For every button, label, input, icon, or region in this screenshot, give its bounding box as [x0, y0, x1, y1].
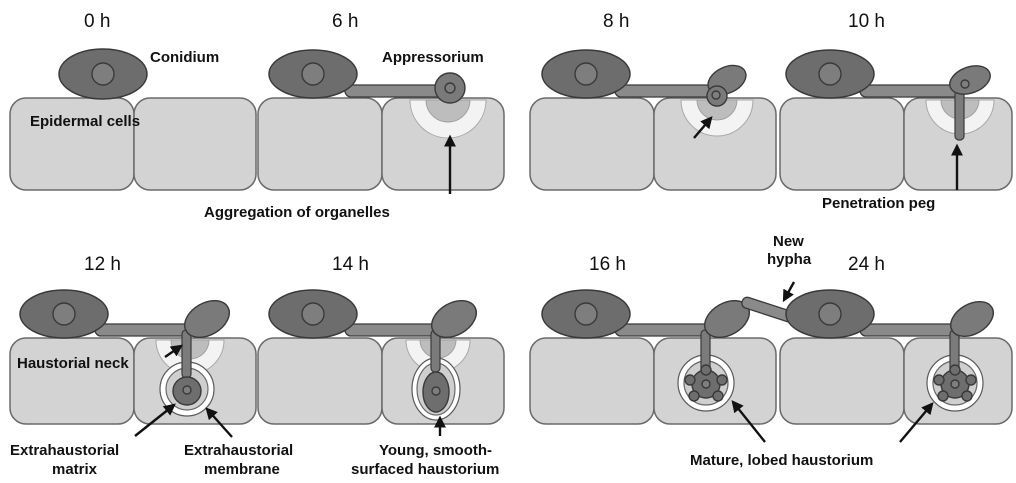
label-aggregation-of-organelles: Aggregation of organelles: [204, 204, 390, 221]
time-label-0h: 0 h: [84, 11, 110, 32]
epidermal-cell: [10, 338, 134, 424]
panel-24h: [741, 290, 1012, 424]
label-young-haustorium-1: Young, smooth-: [379, 442, 492, 459]
time-label-16h: 16 h: [589, 254, 626, 275]
epidermal-cell: [10, 98, 134, 190]
time-label-10h: 10 h: [848, 11, 885, 32]
panel-16h: [530, 290, 776, 424]
haustorial-neck: [182, 330, 191, 378]
label-epidermal-cells: Epidermal cells: [30, 113, 140, 130]
epidermal-cell: [134, 98, 256, 190]
label-extrahaustorial-matrix-2: matrix: [52, 461, 98, 478]
panel-6h: [258, 50, 504, 190]
label-extrahaustorial-matrix-1: Extrahaustorial: [10, 442, 119, 459]
epidermal-cell: [258, 338, 382, 424]
label-conidium: Conidium: [150, 49, 219, 66]
label-extrahaustorial-membrane-2: membrane: [204, 461, 280, 478]
time-label-14h: 14 h: [332, 254, 369, 275]
conidium-nucleus: [92, 63, 114, 85]
label-new-hypha-2: hypha: [767, 251, 812, 268]
epidermal-cell: [780, 98, 904, 190]
label-young-haustorium-2: surfaced haustorium: [351, 461, 499, 478]
label-mature-haustorium: Mature, lobed haustorium: [690, 452, 873, 469]
panel-14h: [258, 290, 504, 424]
label-appressorium: Appressorium: [382, 49, 484, 66]
epidermal-cell: [258, 98, 382, 190]
label-extrahaustorial-membrane-1: Extrahaustorial: [184, 442, 293, 459]
panel-8h: [530, 50, 776, 190]
epidermal-cell: [530, 338, 654, 424]
label-new-hypha-1: New: [773, 233, 804, 250]
panel-10h: [780, 50, 1012, 190]
new-hypha-arrow: [784, 282, 794, 300]
time-label-8h: 8 h: [603, 11, 629, 32]
penetration-peg: [955, 90, 964, 140]
germ-tube: [345, 85, 445, 97]
epidermal-cell: [530, 98, 654, 190]
time-label-24h: 24 h: [848, 254, 885, 275]
time-label-6h: 6 h: [332, 11, 358, 32]
label-haustorial-neck: Haustorial neck: [17, 355, 129, 372]
label-penetration-peg: Penetration peg: [822, 195, 935, 212]
time-label-12h: 12 h: [84, 254, 121, 275]
epidermal-cell: [780, 338, 904, 424]
